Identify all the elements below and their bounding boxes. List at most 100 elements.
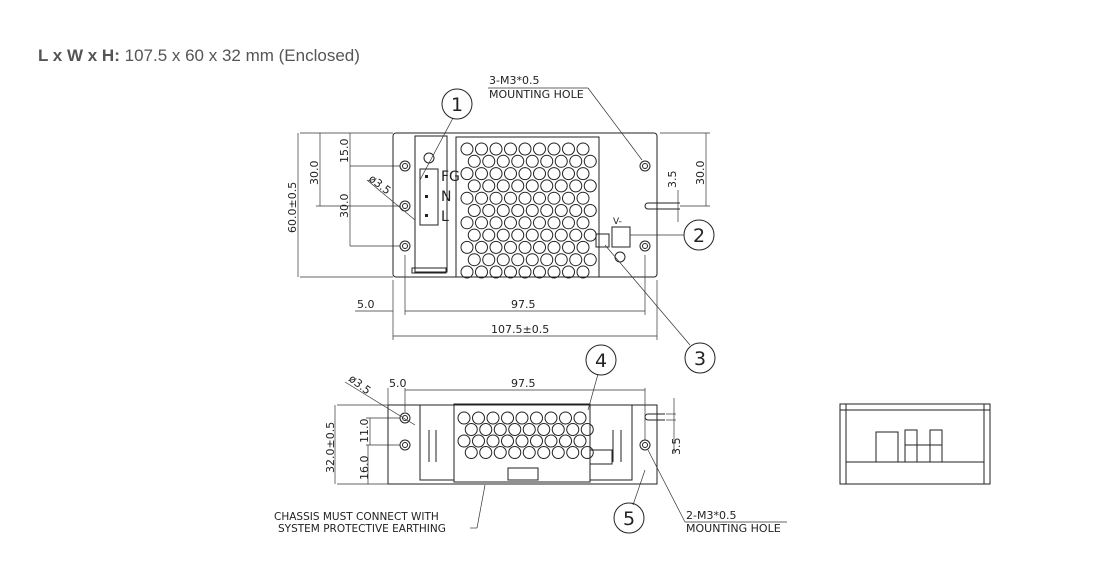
vent-hole	[525, 179, 539, 193]
vent-hole	[467, 253, 481, 267]
input-connector-housing	[414, 135, 448, 273]
vent-hole	[537, 446, 551, 459]
vent-hole	[496, 228, 510, 242]
vent-hole	[576, 167, 590, 181]
side-grille-holes	[457, 411, 594, 459]
dimensions-title: L x W x H: 107.5 x 60 x 32 mm (Enclosed)	[38, 46, 360, 66]
terminal-fg-label: FG	[441, 169, 460, 185]
dimensions-value: 107.5 x 60 x 32 mm (Enclosed)	[124, 46, 360, 65]
vent-hole	[460, 265, 474, 279]
vent-hole	[467, 204, 481, 217]
mount-note-top-2: MOUNTING HOLE	[489, 88, 584, 101]
vent-hole	[475, 142, 488, 156]
callout-5: 5	[623, 508, 635, 530]
dim-97-5: 97.5	[511, 298, 536, 311]
dim-3-5: 3.5	[666, 171, 679, 189]
vent-hole	[583, 179, 597, 193]
end-view-outline	[839, 403, 991, 485]
vent-hole	[515, 411, 529, 425]
mounting-holes-top	[399, 160, 680, 252]
vent-hole	[496, 204, 510, 217]
vent-hole	[554, 154, 568, 168]
vent-hole	[489, 191, 503, 205]
vent-hole	[475, 191, 488, 205]
vent-hole	[475, 265, 488, 279]
vent-hole	[475, 167, 488, 181]
vent-hole	[533, 216, 546, 230]
vent-hole	[467, 179, 481, 193]
vent-hole	[518, 142, 532, 156]
vent-hole	[562, 142, 575, 156]
vent-hole	[533, 191, 546, 205]
vent-hole	[493, 446, 507, 459]
vent-hole	[489, 142, 503, 156]
vent-hole	[460, 216, 474, 230]
vent-hole	[562, 216, 575, 230]
vent-hole	[464, 423, 478, 436]
vent-hole	[530, 434, 543, 448]
vent-hole	[460, 142, 474, 156]
vent-hole	[479, 446, 493, 459]
vent-hole	[504, 142, 517, 156]
vent-hole	[525, 154, 539, 168]
vent-hole	[518, 265, 532, 279]
vent-hole	[525, 228, 539, 242]
terminal-n-label: N	[441, 189, 451, 205]
dim-11: 11.0	[358, 419, 371, 444]
terminal-l-label: L	[441, 209, 449, 225]
vent-hole	[467, 228, 481, 242]
vent-hole	[525, 204, 539, 217]
vent-hole	[540, 154, 554, 168]
vent-hole	[501, 411, 514, 425]
side-chassis-outline	[387, 404, 658, 485]
callout-2: 2	[693, 225, 705, 247]
output-connector	[611, 226, 631, 248]
voltage-adjust-pot	[595, 233, 610, 248]
vent-hole	[489, 216, 503, 230]
vent-hole	[518, 191, 532, 205]
vent-hole	[544, 434, 558, 448]
vent-hole	[486, 411, 500, 425]
vent-hole	[547, 240, 561, 254]
vent-hole	[554, 204, 568, 217]
vent-hole	[559, 411, 572, 425]
vent-hole	[554, 253, 568, 267]
callout-3: 3	[694, 348, 706, 370]
vent-hole	[493, 423, 507, 436]
vent-hole	[482, 179, 496, 193]
vent-hole	[533, 142, 546, 156]
end-view	[839, 403, 991, 485]
vent-hole	[562, 191, 575, 205]
vent-hole	[547, 167, 561, 181]
dim-32: 32.0±0.5	[324, 422, 337, 473]
vent-hole	[537, 423, 551, 436]
mount-note-side-2: MOUNTING HOLE	[686, 522, 781, 535]
vent-hole	[508, 446, 522, 459]
callout-1: 1	[451, 94, 463, 116]
vent-hole	[525, 253, 539, 267]
vent-hole	[467, 154, 481, 168]
vent-hole	[486, 434, 500, 448]
vent-hole	[554, 179, 568, 193]
vent-hole	[460, 167, 474, 181]
vent-hole	[540, 228, 554, 242]
vent-hole	[504, 167, 517, 181]
vent-hole	[460, 191, 474, 205]
vent-hole	[460, 240, 474, 254]
vent-hole	[583, 228, 597, 242]
vent-hole	[547, 216, 561, 230]
vent-hole	[530, 411, 543, 425]
vent-hole	[547, 142, 561, 156]
vent-hole	[475, 240, 488, 254]
vent-hole	[583, 154, 597, 168]
earth-note-1: CHASSIS MUST CONNECT WITH	[274, 511, 439, 523]
vent-hole	[475, 216, 488, 230]
vent-hole	[511, 179, 525, 193]
vent-hole	[540, 204, 554, 217]
vent-hole	[576, 265, 590, 279]
vent-hole	[573, 434, 587, 448]
dim-16: 16.0	[358, 456, 371, 481]
vent-hole	[518, 240, 532, 254]
vent-hole	[472, 411, 485, 425]
